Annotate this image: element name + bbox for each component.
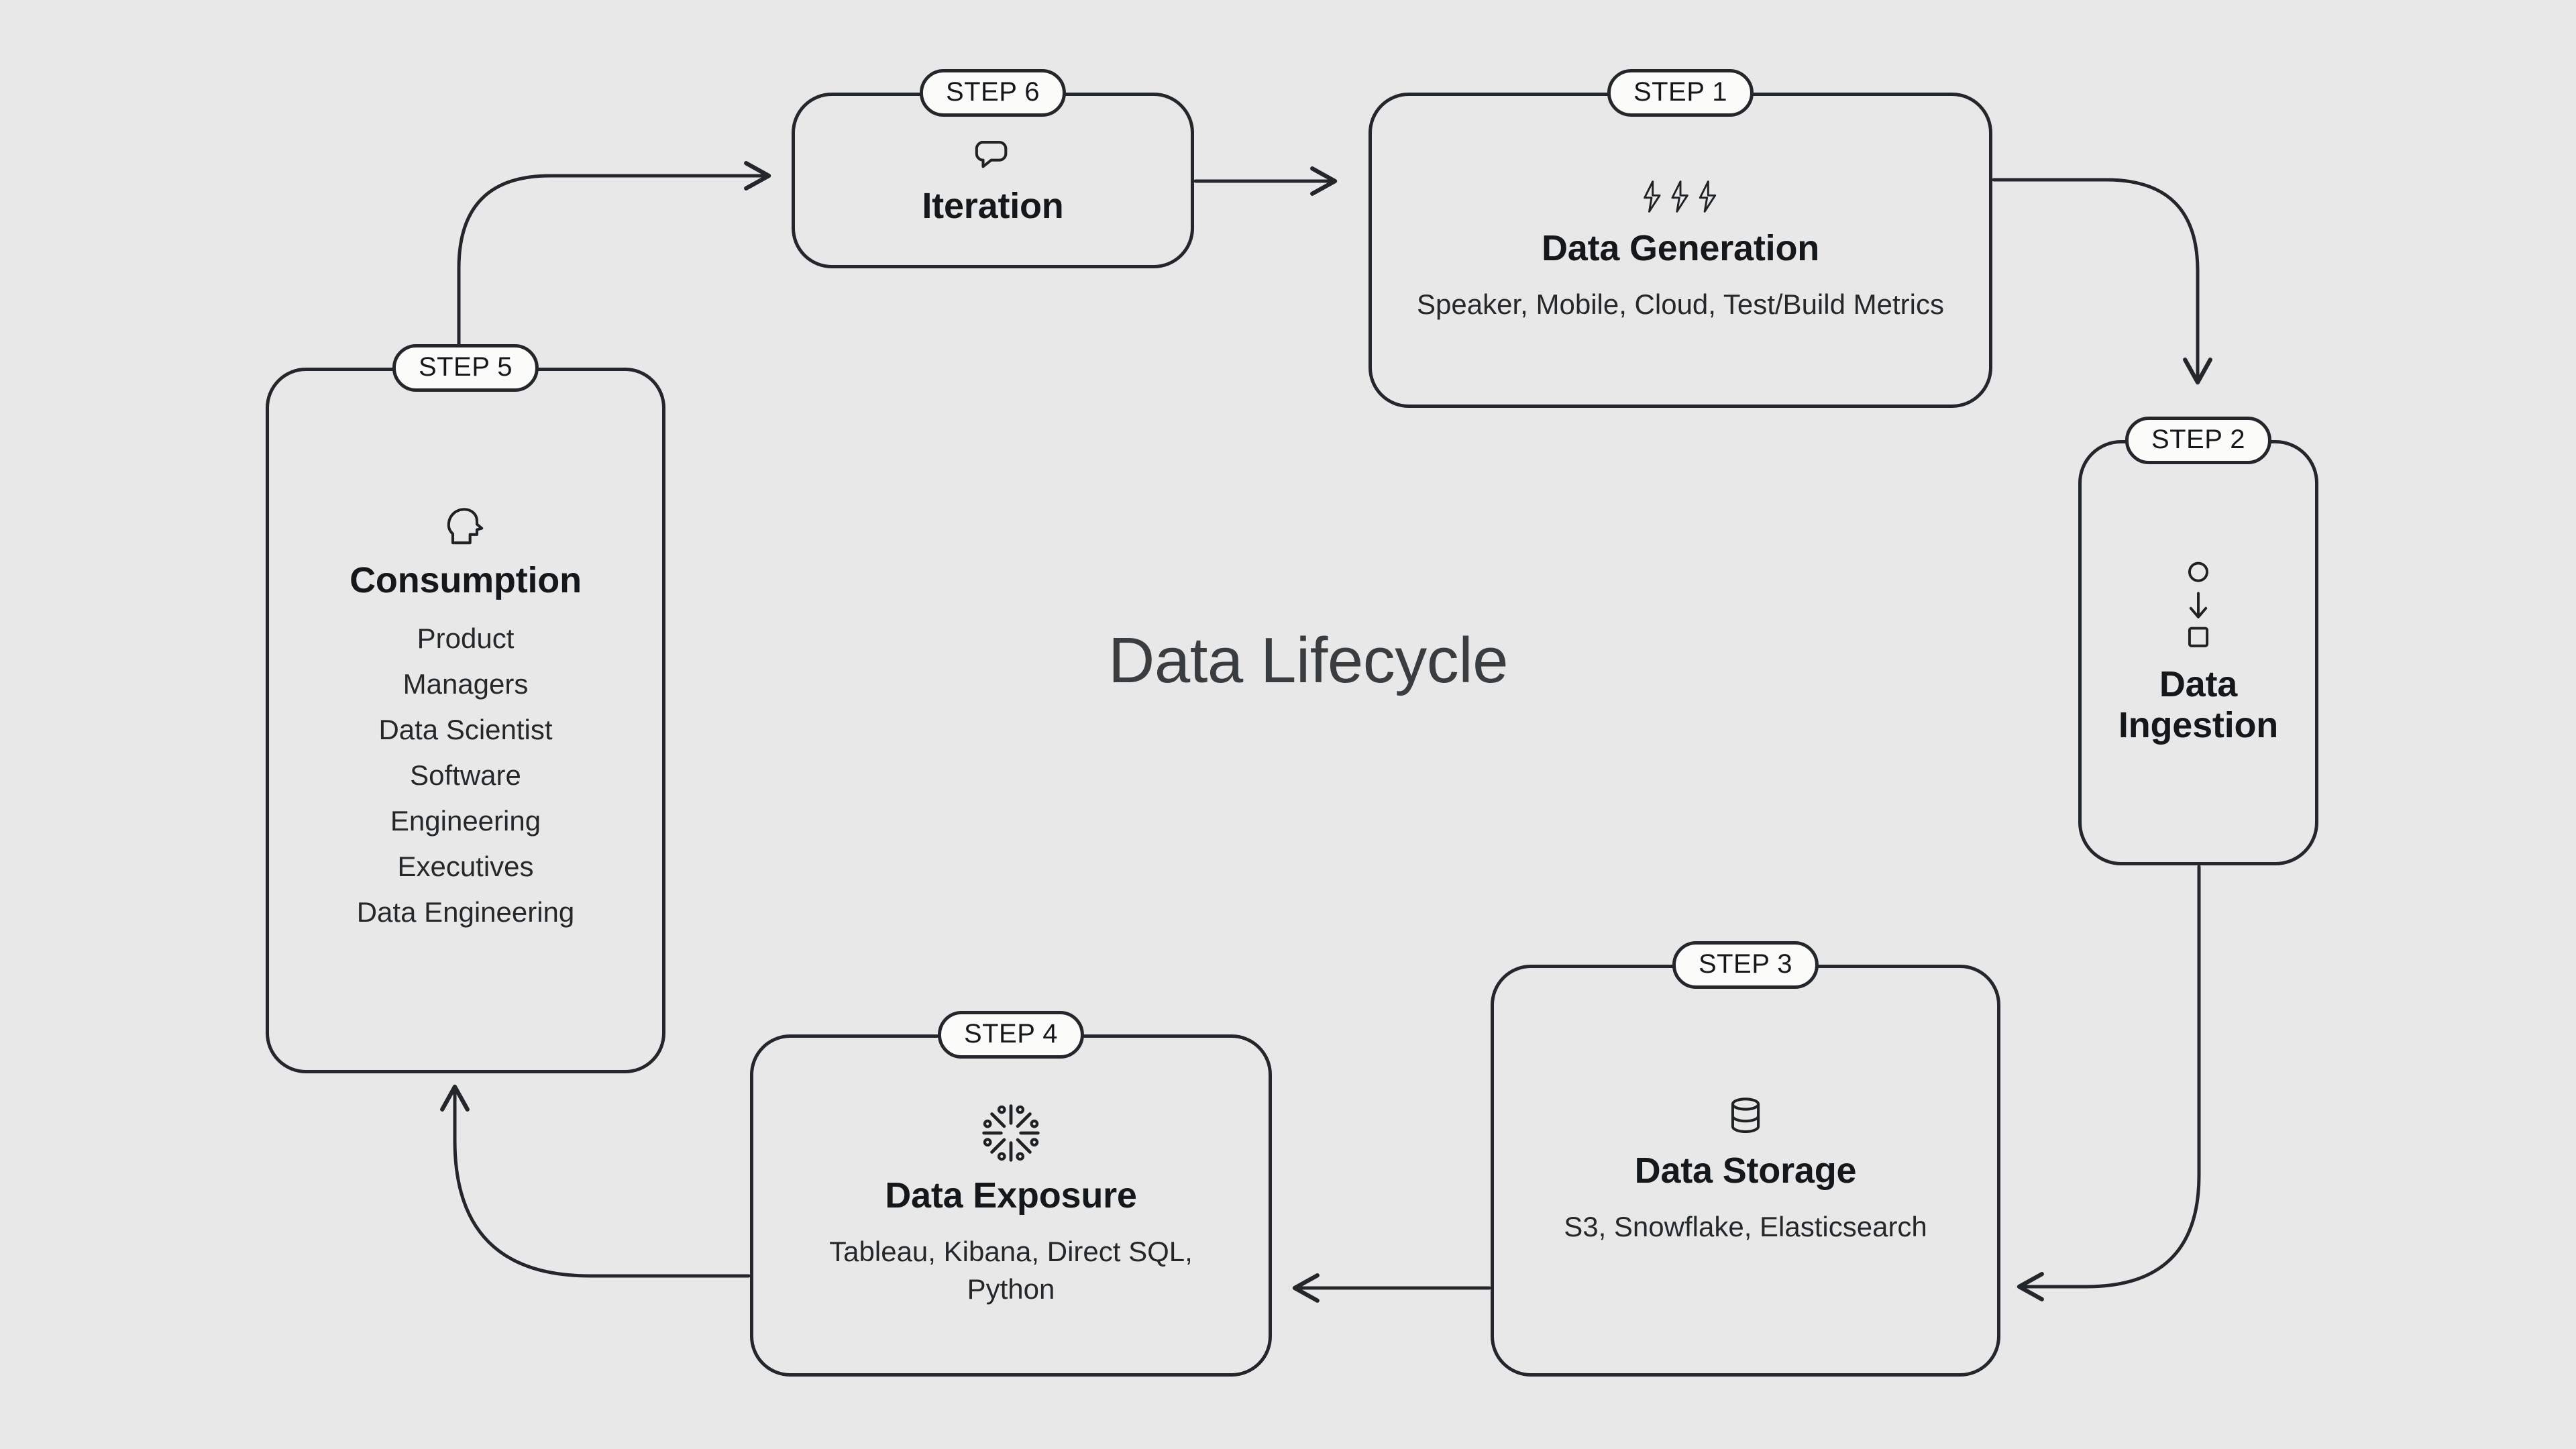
list-item: Executives [397, 850, 534, 882]
list-item: Software [410, 759, 521, 791]
consumption-list: Product Managers Data Scientist Software… [357, 616, 575, 935]
head-profile-icon [441, 506, 490, 551]
list-item: Data Engineering [356, 896, 575, 928]
node-step6-iteration[interactable]: STEP 6 Iteration [792, 69, 1194, 268]
node-title: Iteration [922, 186, 1064, 227]
edge-step2-to-step3 [2017, 865, 2201, 1301]
node-step4-data-exposure[interactable]: STEP 4 [750, 1011, 1272, 1377]
node-step3-data-storage[interactable]: STEP 3 Data Storage S3, Snowflake, Elast… [1491, 941, 2000, 1377]
radial-burst-icon [981, 1104, 1040, 1166]
database-cylinder-icon [1726, 1096, 1765, 1141]
list-item: Engineering [390, 804, 541, 837]
node-step5-consumption[interactable]: STEP 5 Consumption Product Managers Data… [266, 344, 665, 1073]
step-badge-4: STEP 4 [937, 1011, 1085, 1059]
edge-step5-to-step6 [457, 161, 771, 370]
step-badge-6: STEP 6 [919, 69, 1067, 117]
node-title: Data Exposure [885, 1175, 1137, 1216]
diagram-center-title: Data Lifecycle [1108, 625, 1508, 696]
node-title: Consumption [350, 560, 582, 601]
node-subtitle: Speaker, Mobile, Cloud, Test/Build Metri… [1417, 288, 1944, 321]
circle-arrow-square-icon [2180, 560, 2217, 655]
node-subtitle: S3, Snowflake, Elasticsearch [1564, 1211, 1927, 1243]
list-item: Managers [402, 667, 529, 700]
edge-step1-to-step2 [1992, 178, 2212, 385]
node-title: Data Storage [1634, 1150, 1857, 1191]
speech-bubble-icon [973, 134, 1012, 176]
step-badge-5: STEP 5 [392, 344, 539, 392]
node-step2-data-ingestion[interactable]: STEP 2 Data Ingestion [2078, 417, 2318, 865]
lightning-bolts-icon [1639, 178, 1722, 219]
step-badge-1: STEP 1 [1607, 69, 1754, 117]
step-badge-2: STEP 2 [2125, 417, 2272, 464]
node-subtitle: Tableau, Kibana, Direct SQL, Python [829, 1236, 1193, 1305]
node-title: Data Ingestion [2118, 664, 2279, 745]
step-badge-3: STEP 3 [1672, 941, 1819, 989]
edge-step4-to-step5 [440, 1084, 751, 1278]
node-step1-data-generation[interactable]: STEP 1 Data Generation Speaker, Mobile, … [1368, 69, 1992, 408]
list-item: Product [417, 622, 515, 654]
list-item: Data Scientist [378, 713, 553, 745]
node-title: Data Generation [1541, 227, 1820, 268]
